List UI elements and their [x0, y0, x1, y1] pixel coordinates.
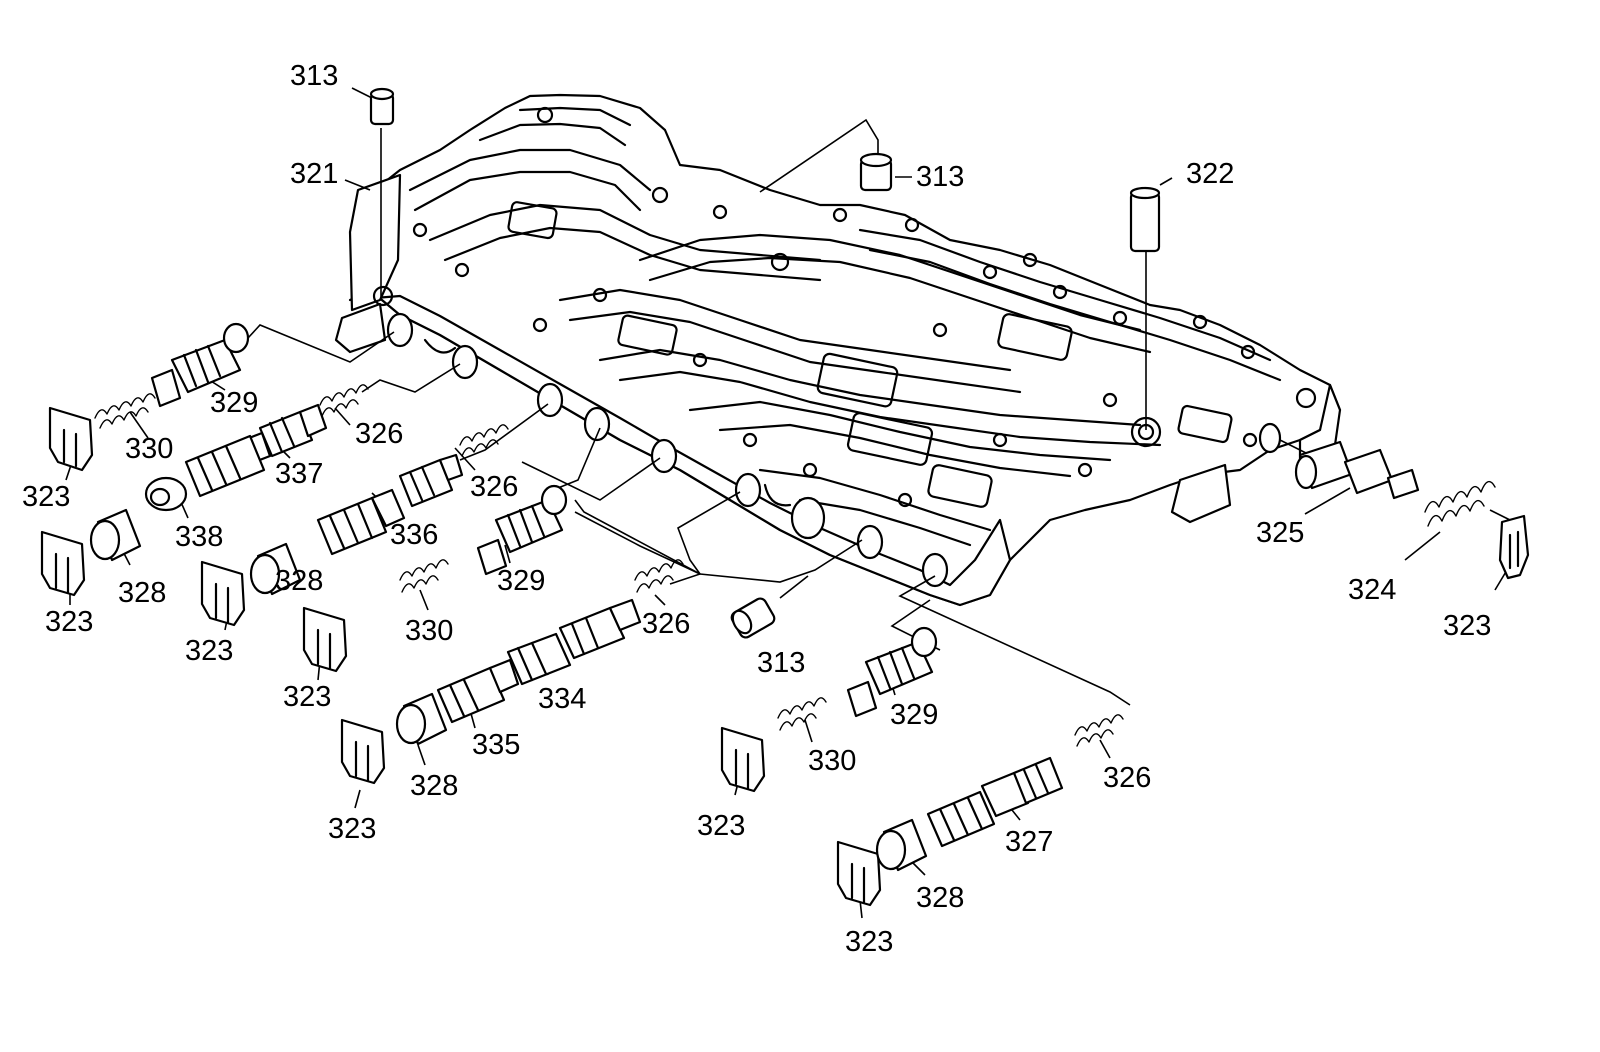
callout-335: 335 [472, 729, 520, 761]
valve-325 [1294, 440, 1420, 500]
retainer-323-f [720, 726, 766, 793]
callout-323: 323 [697, 810, 745, 842]
callout-325: 325 [1256, 517, 1304, 549]
valve-327 [926, 756, 1064, 848]
valve-334 [506, 598, 642, 686]
callout-313: 313 [916, 161, 964, 193]
retainer-323-b [40, 530, 86, 597]
valve-329-c [846, 626, 938, 718]
spring-326-b [459, 424, 509, 457]
retainer-323-d [302, 606, 348, 673]
retainer-323-c [200, 560, 246, 627]
parts [40, 87, 1530, 907]
retainer-323-h [1498, 514, 1530, 580]
callout-323: 323 [1443, 610, 1491, 642]
callout-321: 321 [290, 158, 338, 190]
valve-337 [242, 403, 328, 465]
callout-330: 330 [808, 745, 856, 777]
callout-322: 322 [1186, 158, 1234, 190]
retainer-323-g [836, 840, 882, 907]
plug-328-b [249, 542, 302, 596]
plug-328-c [395, 692, 448, 746]
callout-324: 324 [1348, 574, 1396, 606]
plug-328-a [89, 508, 142, 562]
callout-326: 326 [470, 471, 518, 503]
callout-323: 323 [283, 681, 331, 713]
callout-326: 326 [1103, 762, 1151, 794]
plug-328-d [875, 818, 928, 872]
spring-326-d [1074, 714, 1124, 747]
pin-313-top-left [369, 87, 395, 126]
spring-324 [1424, 480, 1496, 527]
spring-326-c [634, 559, 684, 593]
valve-329-b [476, 484, 568, 576]
valve-338-body [144, 434, 266, 512]
callout-323: 323 [328, 813, 376, 845]
callout-313: 313 [290, 60, 338, 92]
callout-326: 326 [355, 418, 403, 450]
callout-329: 329 [890, 699, 938, 731]
spring-330-c [777, 697, 827, 731]
callout-330: 330 [125, 433, 173, 465]
callout-328: 328 [410, 770, 458, 802]
pin-313-center [730, 597, 776, 639]
callout-313: 313 [757, 647, 805, 679]
callout-323: 323 [45, 606, 93, 638]
callout-323: 323 [22, 481, 70, 513]
callout-334: 334 [538, 683, 586, 715]
callout-336: 336 [390, 519, 438, 551]
valve-body-casting [334, 93, 1342, 607]
pin-313-top-center [859, 152, 893, 192]
spring-330-b [399, 559, 449, 593]
callout-327: 327 [1005, 826, 1053, 858]
callout-328: 328 [916, 882, 964, 914]
callout-labels: 313 313 313 321 322 329 330 323 326 337 … [22, 60, 1491, 958]
spring-330-a [94, 393, 156, 429]
callout-330: 330 [405, 615, 453, 647]
callout-328: 328 [118, 577, 166, 609]
spring-326-a [319, 384, 369, 417]
callout-329: 329 [210, 387, 258, 419]
valve-335 [436, 658, 520, 724]
callout-323: 323 [185, 635, 233, 667]
retainer-323-a [48, 406, 94, 472]
valve-336 [316, 453, 464, 556]
callout-326: 326 [642, 608, 690, 640]
valve-329-a [150, 322, 250, 408]
callout-323: 323 [845, 926, 893, 958]
pin-322 [1129, 186, 1161, 253]
callout-329: 329 [497, 565, 545, 597]
callout-338: 338 [175, 521, 223, 553]
callout-328: 328 [275, 565, 323, 597]
callout-337: 337 [275, 458, 323, 490]
retainer-323-e [340, 718, 386, 785]
